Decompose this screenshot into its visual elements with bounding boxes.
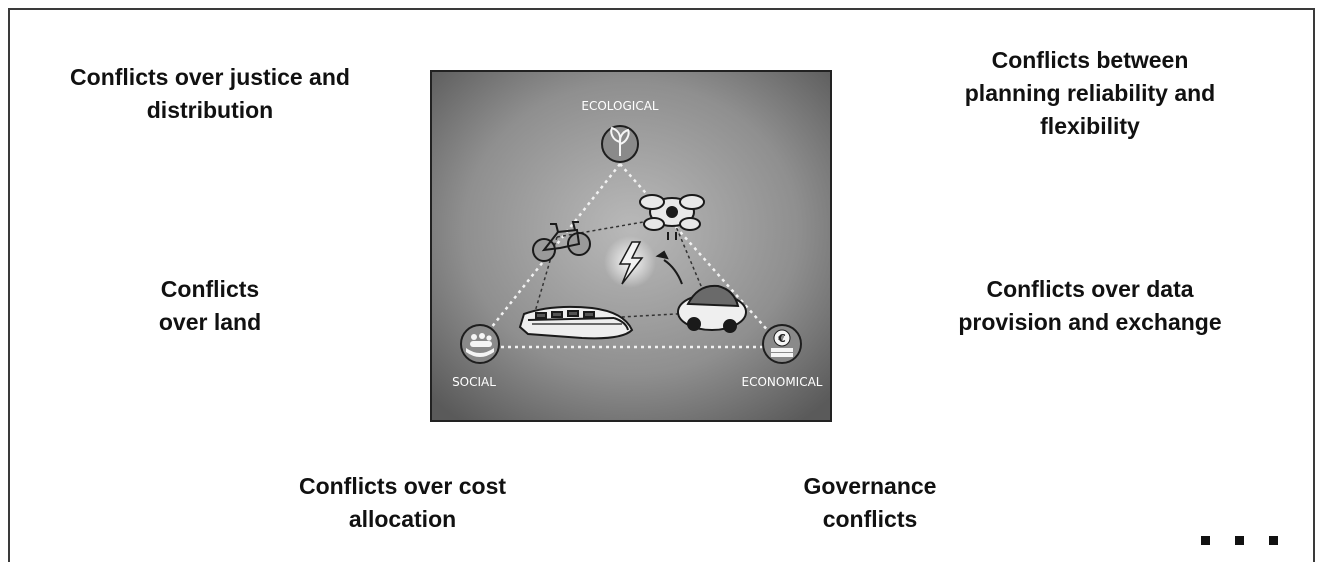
label-planning-flexibility: Conflicts between planning reliability a…	[940, 44, 1240, 143]
euro-coin-icon: €	[771, 329, 793, 357]
label-line: planning reliability and	[964, 80, 1216, 106]
label-line: flexibility	[1040, 113, 1140, 139]
electric-car-icon	[655, 250, 747, 333]
economical-node: € ECONOMICAL	[742, 324, 823, 389]
leaf-icon	[610, 126, 630, 156]
label-line: allocation	[348, 506, 457, 532]
label-line: conflicts	[822, 506, 918, 532]
lightning-icon	[604, 236, 656, 288]
drone-icon	[639, 194, 705, 240]
label-justice-distribution: Conflicts over justice and distribution	[45, 61, 375, 127]
label-governance: Governance conflicts	[760, 470, 980, 536]
ecological-node: ECOLOGICAL	[581, 99, 659, 163]
sustainability-triangle-illustration: ECOLOGICAL SOCIAL	[430, 70, 832, 422]
social-node: SOCIAL	[452, 324, 500, 389]
label-cost-allocation: Conflicts over cost allocation	[265, 470, 540, 536]
label-line: Conflicts between	[991, 47, 1189, 73]
label-line: provision and exchange	[958, 309, 1222, 335]
label-line: Conflicts	[160, 276, 260, 302]
label-line: Conflicts over cost	[298, 473, 507, 499]
economical-label: ECONOMICAL	[742, 375, 823, 389]
label-line: Governance	[803, 473, 937, 499]
social-label: SOCIAL	[452, 375, 496, 389]
bicycle-icon	[532, 221, 591, 262]
people-hands-icon	[466, 333, 494, 357]
euro-symbol: €	[777, 332, 786, 345]
train-icon	[518, 305, 634, 340]
label-data-exchange: Conflicts over data provision and exchan…	[930, 273, 1250, 339]
label-line: Conflicts over justice and	[70, 64, 350, 90]
ecological-label: ECOLOGICAL	[581, 99, 659, 113]
label-line: Conflicts over data	[986, 276, 1194, 302]
diagram-frame	[8, 8, 1315, 562]
label-line: over land	[158, 309, 262, 335]
label-line: distribution	[146, 97, 274, 123]
label-land: Conflicts over land	[110, 273, 310, 339]
ellipsis-more-icon	[1197, 536, 1287, 548]
